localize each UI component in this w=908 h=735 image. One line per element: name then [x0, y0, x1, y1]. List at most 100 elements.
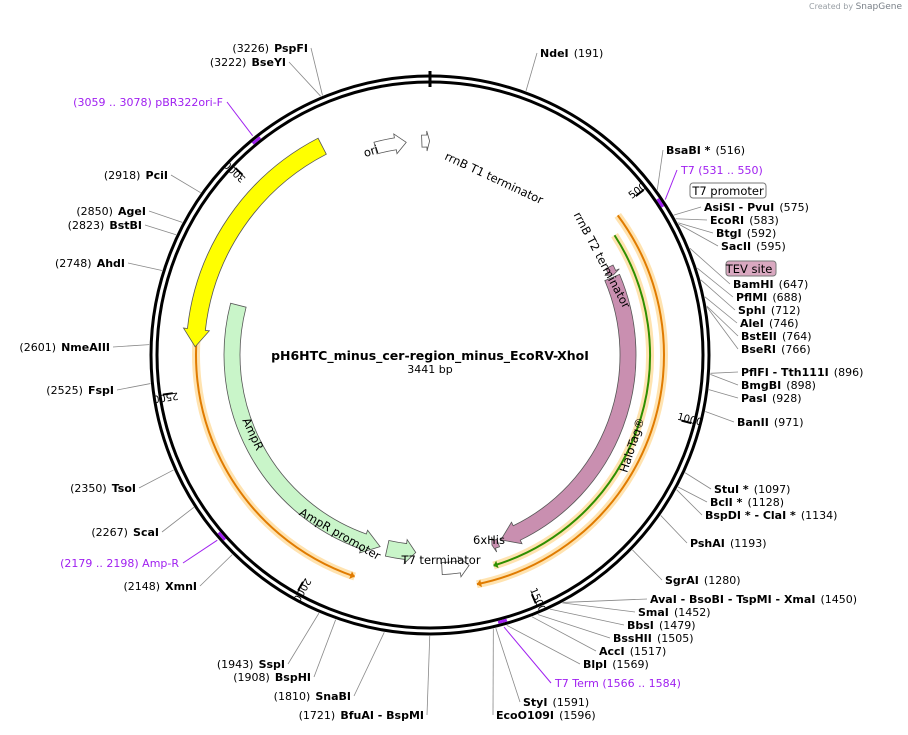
- feature-ampr: [223, 302, 381, 554]
- enzyme-name: EcoO109I: [496, 709, 554, 722]
- enzyme-name: SacII: [721, 240, 751, 253]
- enzyme-leader: [632, 549, 663, 581]
- enzyme-position: (1569): [612, 658, 649, 671]
- enzyme-position: (583): [749, 214, 779, 227]
- enzyme-name: BspDI * - ClaI *: [705, 509, 796, 522]
- enzyme-site-bseri: BseRI (766): [741, 338, 811, 357]
- enzyme-site-blpi: BlpI (1569): [583, 653, 649, 672]
- enzyme-leader: [506, 624, 581, 665]
- primer-mark: [217, 531, 227, 541]
- enzyme-name: PspFI: [274, 42, 308, 55]
- enzyme-name: SphI: [738, 304, 766, 317]
- enzyme-name: StuI *: [714, 483, 749, 496]
- enzyme-site-ndei: NdeI (191): [540, 42, 603, 61]
- enzyme-name: SspI: [259, 658, 285, 671]
- enzyme-site-bsteii: BstEII (764): [741, 325, 812, 344]
- primer-leader: [664, 169, 678, 200]
- enzyme-name: PasI: [741, 392, 767, 405]
- enzyme-name: BanII: [737, 416, 769, 429]
- enzyme-site-bspdi-clai: BspDI * - ClaI * (1134): [705, 504, 837, 523]
- feature-t7-terminator: [441, 556, 470, 578]
- enzyme-name: FspI: [88, 384, 114, 397]
- enzyme-leader: [684, 472, 712, 490]
- enzyme-site-sspi: (1943) SspI: [217, 653, 285, 672]
- enzyme-leader: [700, 279, 736, 311]
- bp-tick: [635, 189, 645, 197]
- enzyme-position: (3222): [210, 56, 247, 69]
- enzyme-name: NdeI: [540, 47, 569, 60]
- enzyme-position: (592): [747, 227, 777, 240]
- enzyme-name: BamHI: [733, 278, 774, 291]
- enzyme-leader: [537, 614, 611, 639]
- enzyme-position: (1943): [217, 658, 254, 671]
- enzyme-position: (2823): [68, 219, 105, 232]
- enzyme-name: TsoI: [112, 482, 136, 495]
- enzyme-leader: [675, 218, 708, 221]
- enzyme-leader: [199, 554, 233, 587]
- enzyme-leader: [525, 52, 538, 92]
- orf-arrowhead: [476, 579, 482, 588]
- enzyme-name: AvaI - BsoBI - TspMI - XmaI: [650, 593, 815, 606]
- enzyme-leader: [148, 210, 183, 223]
- enzyme-name: StyI: [523, 696, 547, 709]
- feature-label-rrnb-t1-terminator: rrnB T1 terminator: [443, 149, 546, 207]
- feature-label-tev-site: TEV site: [725, 262, 773, 276]
- enzyme-site-bsshii: BssHII (1505): [613, 627, 694, 646]
- enzyme-leader: [310, 47, 323, 96]
- primer-leader: [182, 539, 218, 564]
- feature-label-6xhis: 6xHis: [473, 533, 505, 547]
- orf-arrowhead: [349, 571, 355, 579]
- enzyme-leader: [708, 389, 739, 399]
- enzyme-leader: [706, 305, 739, 337]
- enzyme-name: BclI *: [710, 496, 743, 509]
- enzyme-position: (896): [834, 366, 864, 379]
- enzyme-name: SmaI: [638, 606, 669, 619]
- enzyme-position: (2267): [91, 526, 128, 539]
- enzyme-position: (516): [716, 144, 746, 157]
- bp-tick: [297, 581, 304, 592]
- bp-tick-label: 1000: [676, 412, 703, 429]
- enzyme-name: BstEII: [741, 330, 777, 343]
- enzyme-leader: [677, 222, 714, 234]
- enzyme-position: (971): [774, 416, 804, 429]
- enzyme-site-ecoo109i: EcoO109I (1596): [496, 704, 596, 723]
- enzyme-site-ahdi: (2748) AhdI: [55, 252, 125, 271]
- enzyme-name: AsiSI - PvuI: [704, 201, 774, 214]
- enzyme-site-pcii: (2918) PciI: [104, 164, 168, 183]
- enzyme-name: BmgBI: [741, 379, 781, 392]
- enzyme-leader: [689, 248, 731, 285]
- enzyme-position: (1280): [704, 574, 741, 587]
- enzyme-name: AgeI: [118, 205, 146, 218]
- enzyme-site-alei: AleI (746): [740, 312, 799, 331]
- enzyme-site-bfuai-bspmi: (1721) BfuAI - BspMI: [299, 704, 424, 723]
- enzyme-leader: [710, 371, 739, 374]
- enzyme-leader: [426, 635, 431, 716]
- enzyme-site-sacii: SacII (595): [721, 235, 786, 254]
- enzyme-position: (191): [574, 47, 604, 60]
- enzyme-position: (1128): [747, 496, 784, 509]
- enzyme-site-scai: (2267) ScaI: [91, 521, 159, 540]
- primer-label: (2179 .. 2198) Amp-R: [60, 557, 179, 570]
- enzyme-leader: [170, 174, 201, 194]
- enzyme-name: SgrAI: [665, 574, 699, 587]
- enzyme-site-sgrai: SgrAI (1280): [665, 569, 741, 588]
- enzyme-site-bsphi: (1908) BspHI: [233, 666, 311, 685]
- enzyme-name: EcoRI: [710, 214, 744, 227]
- enzyme-name: PshAI: [690, 537, 725, 550]
- enzyme-leader: [144, 224, 177, 236]
- orf-tracks: [192, 212, 668, 589]
- enzyme-site-snabi: (1810) SnaBI: [274, 685, 351, 704]
- enzyme-leader: [673, 206, 702, 216]
- enzyme-position: (575): [779, 201, 809, 214]
- enzyme-site-btgi: BtgI (592): [716, 222, 776, 241]
- plasmid-name: pH6HTC_minus_cer-region_minus_EcoRV-XhoI: [271, 348, 589, 364]
- feature-ori: [182, 137, 327, 348]
- plasmid-length: 3441 bp: [407, 363, 452, 376]
- enzyme-site-banii: BanII (971): [737, 411, 804, 430]
- enzyme-name: NmeAIII: [61, 341, 110, 354]
- enzyme-site-agei: (2850) AgeI: [76, 200, 146, 219]
- enzyme-name: BsaBI *: [666, 144, 711, 157]
- feature-tev-site: [604, 264, 620, 276]
